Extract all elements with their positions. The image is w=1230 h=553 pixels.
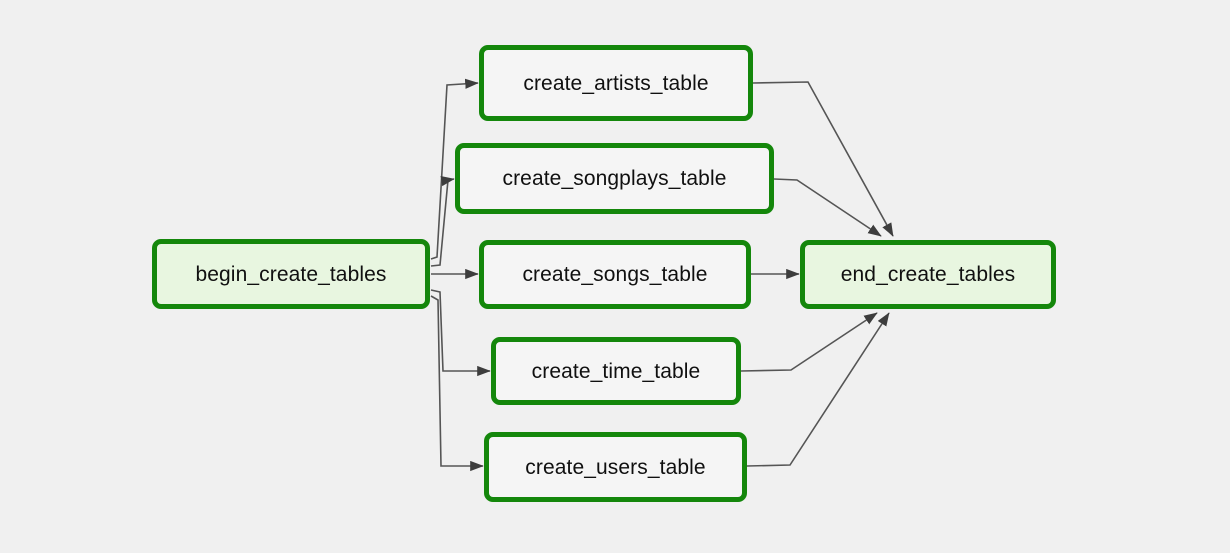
node-label: begin_create_tables bbox=[195, 262, 387, 286]
node-create-users-table[interactable]: create_users_table bbox=[484, 432, 747, 502]
edge-create_users_table-to-end_create_tables bbox=[746, 312, 890, 467]
node-create-time-table[interactable]: create_time_table bbox=[491, 337, 741, 405]
edge-create_time_table-to-end_create_tables bbox=[740, 312, 878, 372]
node-label: create_songs_table bbox=[522, 263, 708, 286]
edge-create_artists_table-to-end_create_tables bbox=[752, 81, 894, 237]
edge-create_songplays_table-to-end_create_tables bbox=[773, 178, 882, 237]
node-begin-create-tables[interactable]: begin_create_tables bbox=[152, 239, 430, 309]
node-label: create_songplays_table bbox=[502, 167, 727, 190]
node-create-songplays-table[interactable]: create_songplays_table bbox=[455, 143, 774, 214]
node-create-songs-table[interactable]: create_songs_table bbox=[479, 240, 751, 309]
node-end-create-tables[interactable]: end_create_tables bbox=[800, 240, 1056, 309]
edge-begin_create_tables-to-create_songplays_table bbox=[430, 176, 455, 267]
node-label: create_users_table bbox=[525, 455, 706, 479]
node-label: end_create_tables bbox=[840, 263, 1016, 286]
node-create-artists-table[interactable]: create_artists_table bbox=[479, 45, 753, 121]
node-label: create_time_table bbox=[531, 359, 701, 383]
edge-begin_create_tables-to-create_users_table bbox=[430, 295, 484, 472]
node-label: create_artists_table bbox=[523, 71, 709, 95]
